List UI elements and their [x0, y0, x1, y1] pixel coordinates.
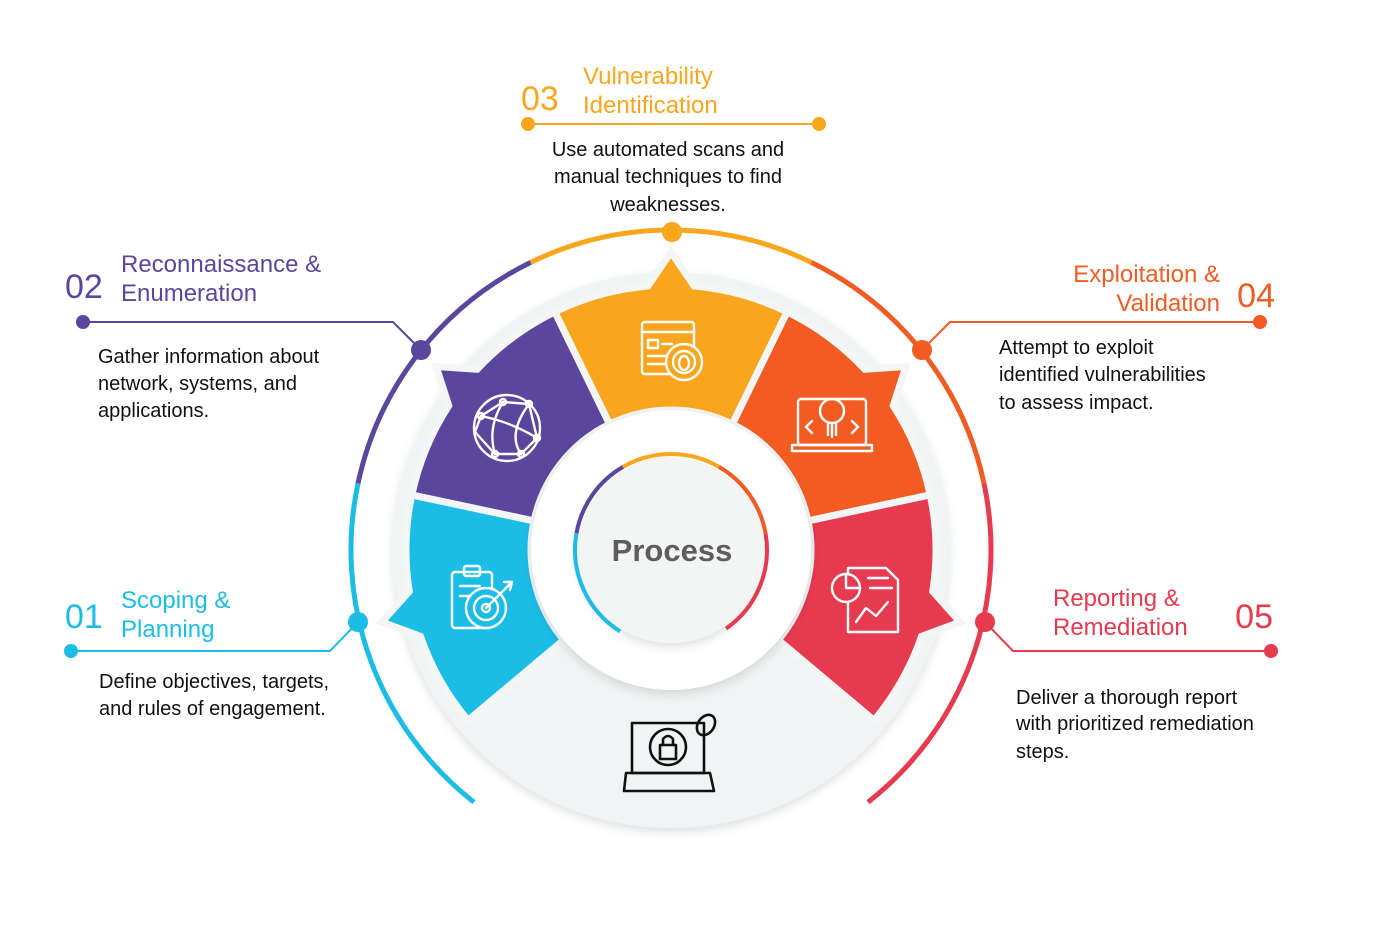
clipboard-target-icon: [450, 564, 514, 630]
step-description: to assess impact.: [999, 392, 1154, 414]
step-number: 02: [65, 268, 103, 306]
bug-scan-icon: [640, 320, 704, 382]
connector-line: [83, 321, 422, 351]
connector-line: [71, 621, 359, 652]
step-title: Exploitation &: [1073, 261, 1220, 288]
step-description: Gather information about: [98, 346, 320, 368]
step-title: Remediation: [1053, 614, 1188, 641]
step-title: Scoping &: [121, 587, 230, 614]
step-number: 01: [65, 598, 103, 636]
outer-arc-01: [348, 482, 476, 805]
globe-network-icon: [472, 393, 542, 463]
step-title: Identification: [583, 92, 718, 119]
connector-end-dot: [76, 315, 90, 329]
arc-marker-dot: [975, 612, 995, 632]
inner-arc-02: [574, 465, 625, 534]
laptop-lock-bug-icon: [622, 713, 717, 793]
step-description: and rules of engagement.: [99, 698, 326, 720]
inner-arc-03: [622, 452, 720, 469]
connector-end-dot: [812, 117, 826, 131]
step-description: Attempt to exploit: [999, 337, 1154, 359]
step-title: Reporting &: [1053, 585, 1180, 612]
connector-end-dot: [64, 644, 78, 658]
step-description: with prioritized remediation: [1015, 713, 1254, 735]
step-description: Deliver a thorough report: [1016, 687, 1238, 709]
segment-bottom: [465, 643, 877, 819]
step-title: Reconnaissance &: [121, 251, 321, 278]
outer-arc-05: [866, 482, 994, 805]
inner-arc-01: [573, 532, 622, 634]
connector-line: [921, 321, 1260, 351]
step-title: Vulnerability: [583, 63, 713, 90]
step-description: applications.: [98, 400, 209, 422]
step-description: identified vulnerabilities: [999, 364, 1206, 386]
step-description: Define objectives, targets,: [99, 671, 329, 693]
connector-end-dot: [521, 117, 535, 131]
step-number: 03: [521, 80, 559, 118]
arc-marker-dot: [662, 222, 682, 242]
step-description: Use automated scans and: [552, 139, 784, 161]
step-description: manual techniques to find: [554, 166, 782, 188]
step-description: network, systems, and: [98, 373, 297, 395]
arc-marker-dot: [912, 340, 932, 360]
step-title: Enumeration: [121, 280, 257, 307]
center-disc: [578, 457, 764, 643]
step-number: 05: [1235, 598, 1273, 636]
inner-arc-ring: [573, 452, 769, 634]
step-description: steps.: [1016, 741, 1069, 763]
arc-marker-dot: [411, 340, 431, 360]
inner-arc-04: [717, 465, 768, 534]
center-label: Process: [612, 533, 733, 568]
connector-end-dot: [1264, 644, 1278, 658]
step-number: 04: [1237, 277, 1275, 315]
inner-arc-05: [724, 532, 769, 631]
report-chart-icon: [830, 566, 900, 634]
connector-line: [984, 621, 1271, 652]
connector-end-dot: [1253, 315, 1267, 329]
skull-laptop-icon: [790, 397, 874, 453]
step-description: weaknesses.: [609, 194, 726, 216]
step-title: Validation: [1116, 290, 1220, 317]
step-title: Planning: [121, 616, 214, 643]
arc-marker-dot: [348, 612, 368, 632]
